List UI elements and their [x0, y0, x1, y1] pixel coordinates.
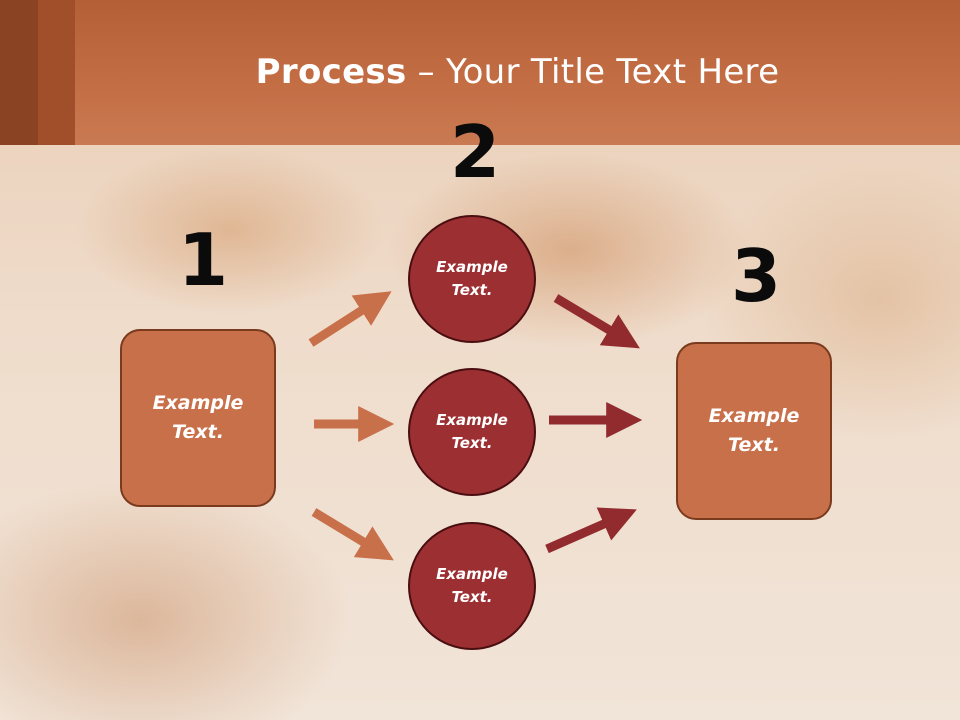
- arrow-1-to-2a: [308, 291, 392, 347]
- step-2-circle-3-text: Example Text.: [436, 565, 508, 606]
- arrow-2c-to-3: [545, 507, 637, 554]
- step-1-text: Example Text.: [152, 392, 244, 443]
- arrow-2a-to-3: [553, 294, 640, 349]
- step-2-circle-1-text: Example Text.: [436, 258, 508, 299]
- title-bold: Process: [255, 52, 407, 92]
- arrow-1-to-2c: [311, 508, 394, 561]
- title-bar: [0, 0, 960, 145]
- step-2-circle-2[interactable]: Example Text.: [408, 368, 536, 496]
- step-2-circle-2-text: Example Text.: [436, 411, 508, 452]
- step-3-text: Example Text.: [708, 405, 800, 456]
- step-3-number: 3: [731, 234, 782, 318]
- step-2-number: 2: [450, 110, 501, 194]
- step-1-box[interactable]: Example Text.: [120, 329, 276, 507]
- header-accent-dark: [0, 0, 38, 145]
- step-2-circle-1[interactable]: Example Text.: [408, 215, 536, 343]
- header-accent: [38, 0, 75, 145]
- step-2-circle-3[interactable]: Example Text.: [408, 522, 536, 650]
- slide-title[interactable]: Process – Your Title Text Here: [75, 52, 960, 92]
- step-1-number: 1: [178, 218, 229, 302]
- title-rest: – Your Title Text Here: [406, 52, 780, 92]
- step-3-box[interactable]: Example Text.: [676, 342, 832, 520]
